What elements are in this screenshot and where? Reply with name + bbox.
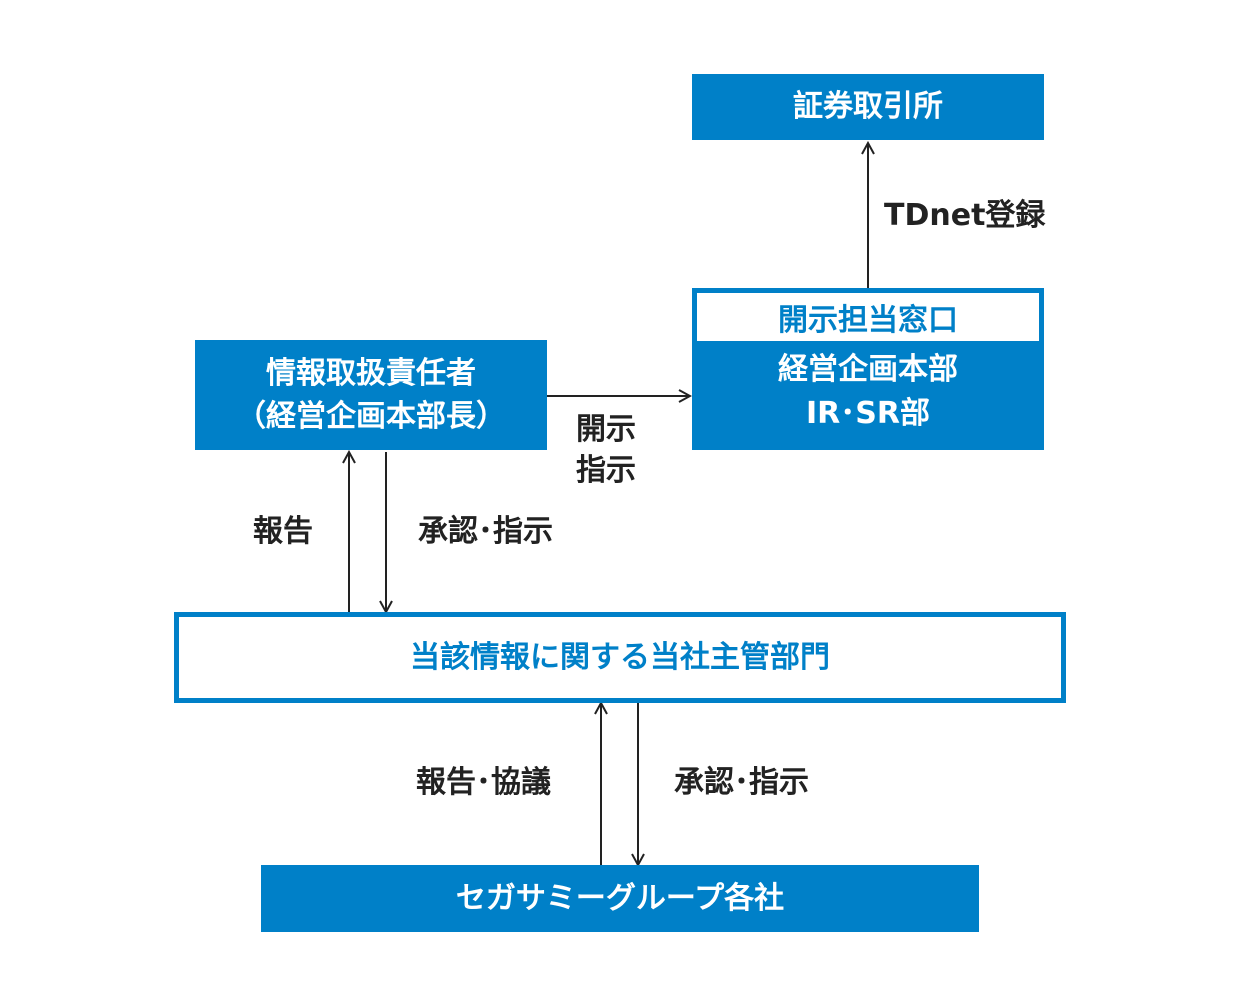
disclose-instruct-label: 開示 指示: [576, 410, 636, 491]
responsible-department-box: 当該情報に関する当社主管部門: [174, 612, 1066, 703]
responsible-department-label: 当該情報に関する当社主管部門: [410, 639, 830, 675]
disclosure-dept-line2: IR･SR部: [806, 395, 930, 431]
stock-exchange-label: 証券取引所: [793, 89, 943, 125]
info-officer-line2: （経営企画本部長）: [236, 399, 506, 434]
approve-instruct-label-lower: 承認･指示: [674, 765, 809, 800]
approve-instruct-label-upper: 承認･指示: [418, 514, 553, 549]
disclose-instruct-line2: 指示: [576, 452, 636, 488]
disclosure-window-header: 開示担当窓口: [697, 293, 1039, 341]
disclosure-dept-line1: 経営企画本部: [778, 352, 958, 387]
disclose-instruct-line1: 開示: [576, 412, 636, 447]
info-officer-box: 情報取扱責任者 （経営企画本部長）: [195, 340, 547, 450]
tdnet-label: TDnet登録: [884, 198, 1046, 233]
disclosure-window-title: 開示担当窓口: [778, 303, 958, 338]
disclosure-department-box: 開示担当窓口 経営企画本部 IR･SR部: [692, 288, 1044, 450]
info-officer-line1: 情報取扱責任者: [266, 355, 476, 391]
stock-exchange-box: 証券取引所: [692, 74, 1044, 140]
group-companies-box: セガサミーグループ各社: [261, 865, 979, 932]
report-consult-label: 報告･協議: [416, 765, 551, 800]
disclosure-dept-text: 経営企画本部 IR･SR部: [692, 348, 1044, 435]
report-label: 報告: [253, 514, 313, 549]
group-companies-label: セガサミーグループ各社: [455, 880, 785, 916]
